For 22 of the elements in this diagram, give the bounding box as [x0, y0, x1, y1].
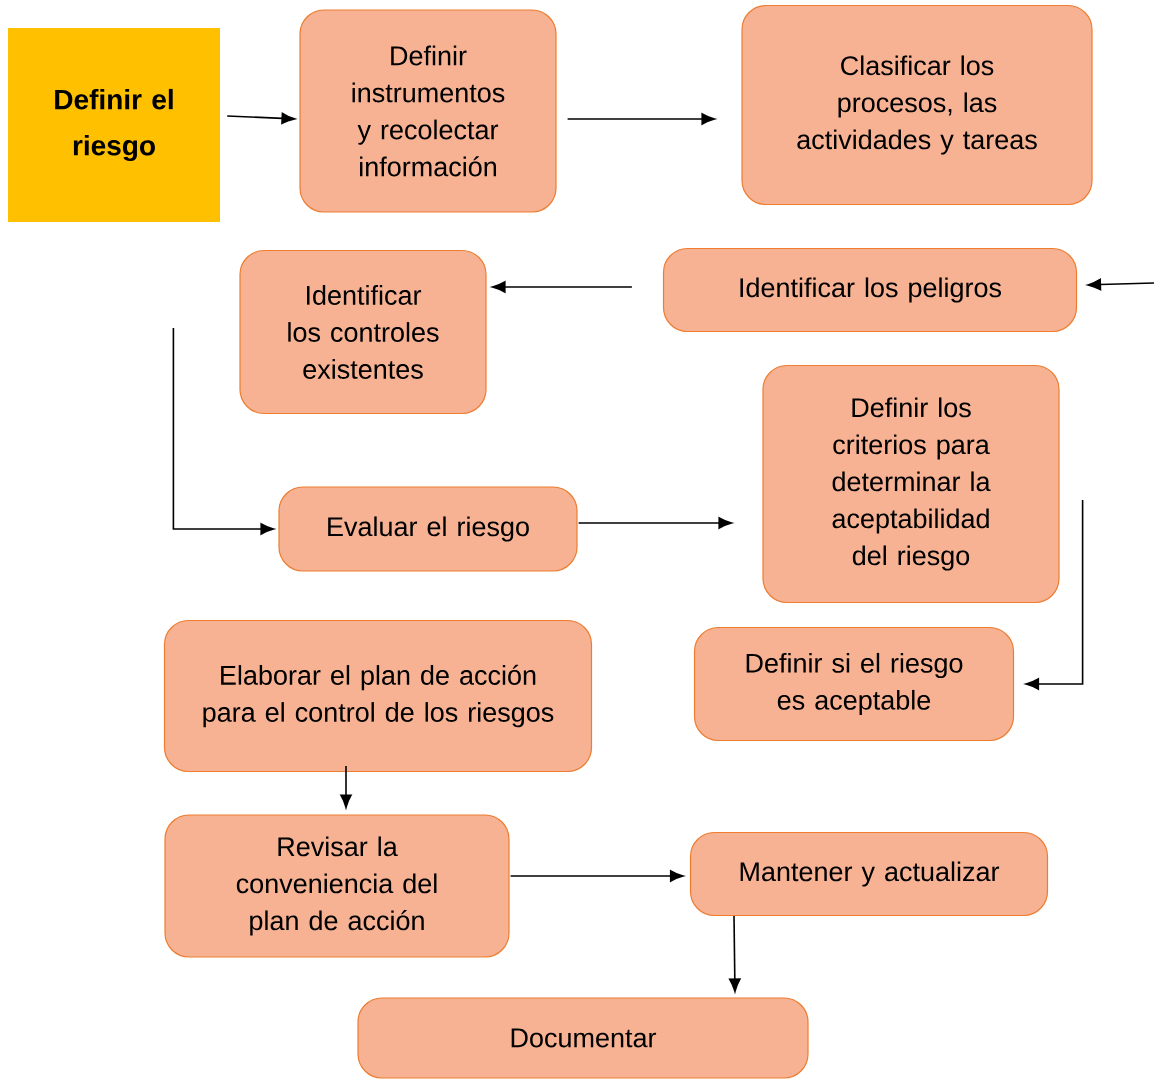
- process-box: Definir los criterios para determinar la aceptabilidad del riesgo: [762, 364, 1060, 604]
- arrow: [577, 517, 733, 529]
- process-box: Clasificar los procesos, las actividades y tareas: [741, 4, 1093, 206]
- process-box: Definir si el riesgo es aceptable: [693, 626, 1015, 742]
- process-box: Documentar: [357, 997, 809, 1079]
- arrow: [566, 113, 716, 125]
- arrow: [509, 870, 684, 882]
- start-box: Definir el riesgo: [8, 28, 220, 222]
- process-box: Evaluar el riesgo: [278, 486, 578, 572]
- arrow: [1087, 278, 1154, 291]
- process-box: Revisar la conveniencia del plan de acción: [164, 814, 510, 958]
- process-box: Identificar los peligros: [662, 247, 1078, 333]
- process-box: Elaborar el plan de acción para el control de los riesgos: [163, 619, 593, 773]
- arrow: [1025, 499, 1084, 690]
- arrow: [172, 327, 275, 535]
- process-box: Mantener y actualizar: [689, 831, 1049, 917]
- arrow: [226, 112, 296, 125]
- process-box: Identificar los controles existentes: [239, 249, 487, 415]
- arrow: [491, 281, 633, 293]
- process-box: Definir instrumentos y recolectar información: [299, 9, 557, 213]
- arrow: [340, 765, 352, 809]
- arrow: [728, 915, 741, 993]
